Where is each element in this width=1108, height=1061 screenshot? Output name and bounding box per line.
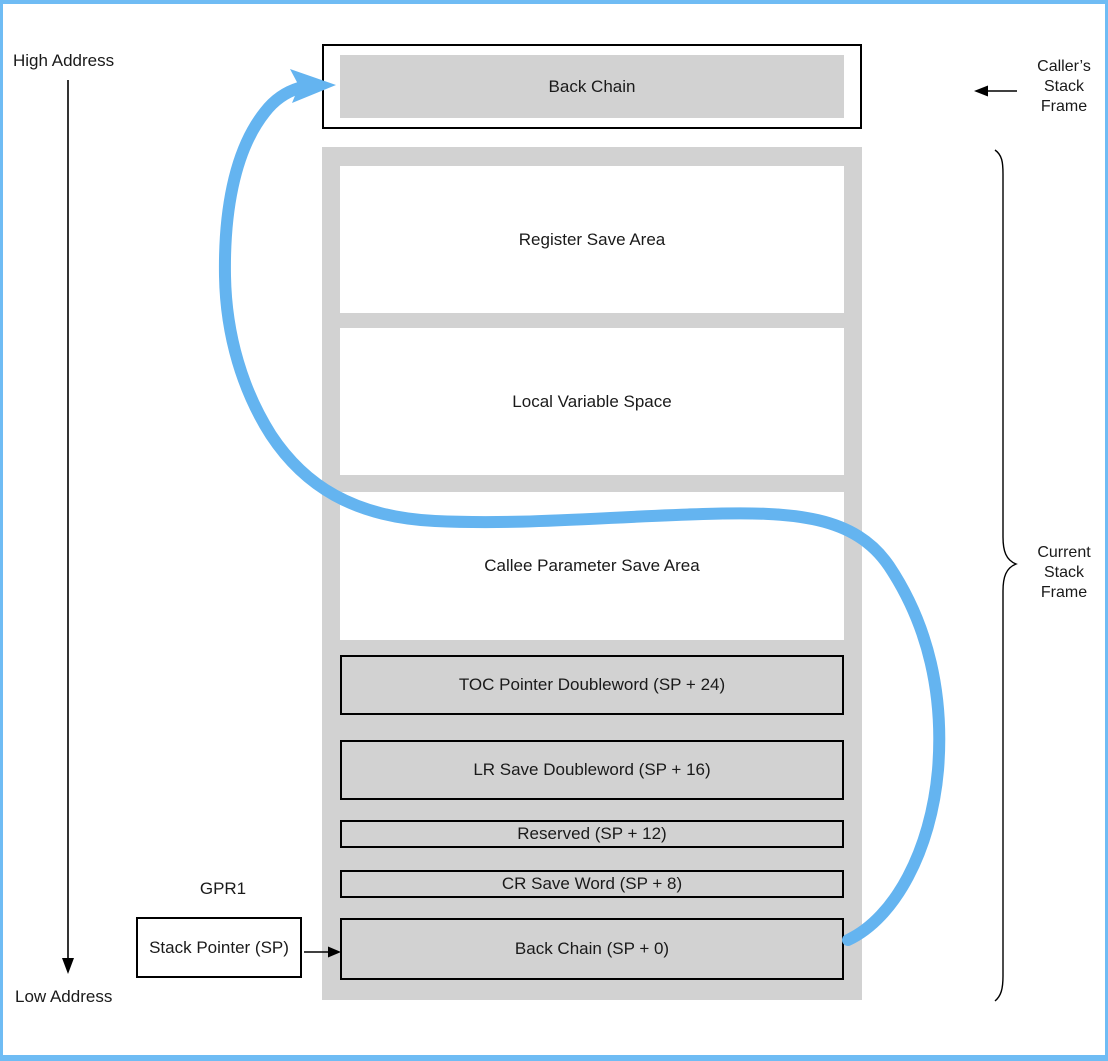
callers-label-line3: Frame — [1040, 98, 1088, 115]
low-address-label: Low Address — [15, 987, 113, 1006]
cell-label: Local Variable Space — [512, 391, 672, 411]
cell-lr-save-doubleword: LR Save Doubleword (SP + 16) — [340, 740, 844, 800]
cell-back-chain-sp0: Back Chain (SP + 0) — [340, 918, 844, 980]
high-address-label: High Address — [13, 51, 115, 70]
current-label-line2: Stack — [1043, 564, 1084, 581]
cell-callee-parameter-save-area: Callee Parameter Save Area — [340, 492, 844, 640]
caller-back-chain-label: Back Chain — [548, 76, 636, 96]
gpr1-label: GPR1 — [199, 879, 247, 898]
cell-label: Callee Parameter Save Area — [484, 556, 700, 575]
current-label-line3: Frame — [1040, 584, 1088, 601]
cell-label: Register Save Area — [518, 229, 666, 249]
cell-label: TOC Pointer Doubleword (SP + 24) — [458, 675, 726, 694]
current-stack-frame-label: Current Stack Frame — [1024, 543, 1104, 603]
caller-back-chain-cell: Back Chain — [340, 55, 844, 118]
caller-frame-arrow — [974, 85, 1017, 97]
cell-label: Reserved (SP + 12) — [517, 824, 667, 843]
cell-local-variable-space: Local Variable Space — [340, 328, 844, 475]
cell-label: CR Save Word (SP + 8) — [501, 874, 683, 893]
stack-pointer-box: Stack Pointer (SP) — [136, 917, 302, 978]
callers-stack-frame-label: Caller’s Stack Frame — [1024, 57, 1104, 117]
cell-label: LR Save Doubleword (SP + 16) — [473, 760, 711, 779]
stack-pointer-label: Stack Pointer (SP) — [149, 937, 289, 957]
current-frame-brace — [994, 149, 1018, 1002]
cell-toc-pointer-doubleword: TOC Pointer Doubleword (SP + 24) — [340, 655, 844, 715]
current-label-line1: Current — [1037, 544, 1091, 561]
cell-label: Back Chain (SP + 0) — [514, 939, 670, 958]
address-direction-arrow — [62, 80, 74, 974]
callers-label-line1: Caller’s — [1037, 58, 1091, 75]
callers-label-line2: Stack — [1043, 78, 1084, 95]
cell-reserved: Reserved (SP + 12) — [340, 820, 844, 848]
cell-register-save-area: Register Save Area — [340, 166, 844, 313]
cell-cr-save-word: CR Save Word (SP + 8) — [340, 870, 844, 898]
